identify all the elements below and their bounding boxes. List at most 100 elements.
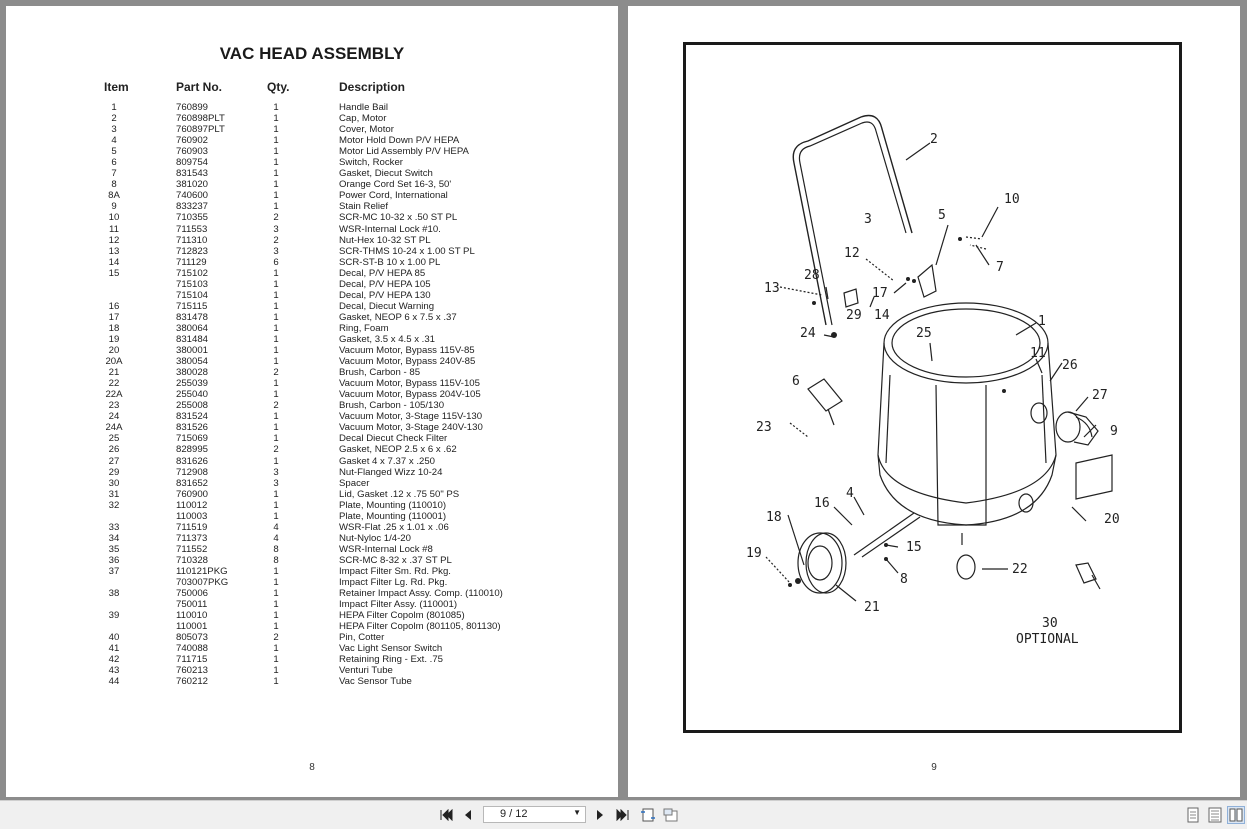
two-page-view-icon[interactable] <box>1206 806 1224 824</box>
row-qty: 1 <box>273 113 279 125</box>
row-part-no: 712823 <box>176 245 209 257</box>
row-qty: 6 <box>273 256 279 268</box>
row-item: 14 <box>108 256 120 268</box>
single-page-view-icon[interactable] <box>1184 806 1202 824</box>
row-qty: 1 <box>273 179 279 191</box>
row-description: SCR-THMS 10-24 x 1.00 ST PL <box>339 245 475 257</box>
callout-14: 14 <box>874 308 890 323</box>
next-page-icon[interactable] <box>591 806 609 824</box>
row-item: 22A <box>105 389 123 401</box>
row-part-no: 711553 <box>176 223 208 235</box>
table-row: 8 381020 1 Orange Cord Set 16-3, 50' <box>6 179 618 190</box>
row-part-no: 760213 <box>176 665 209 677</box>
row-description: Vacuum Motor, Bypass 115V-105 <box>339 378 480 390</box>
row-description: Vacuum Motor, Bypass 240V-85 <box>339 356 476 368</box>
row-part-no: 740600 <box>176 190 209 202</box>
callout-4: 4 <box>846 486 854 501</box>
page-number: 8 <box>309 762 315 773</box>
row-part-no: 760898PLT <box>176 113 225 125</box>
row-qty: 1 <box>273 300 279 312</box>
fit-width-icon[interactable] <box>662 806 680 824</box>
row-description: Plate, Mounting (110010) <box>339 499 447 511</box>
last-page-icon[interactable] <box>614 806 632 824</box>
row-item: 38 <box>108 588 120 600</box>
row-description: Vacuum Motor, Bypass 115V-85 <box>339 345 475 357</box>
row-qty: 1 <box>273 356 279 368</box>
row-item: 2 <box>111 113 117 125</box>
row-item: 42 <box>108 654 120 666</box>
row-description: Nut-Hex 10-32 ST PL <box>339 234 431 246</box>
callout-18: 18 <box>766 510 782 525</box>
callout-20: 20 <box>1104 512 1120 527</box>
row-description: Brush, Carbon - 85 <box>339 367 421 379</box>
row-qty: 1 <box>273 201 279 213</box>
row-description: Gasket, 3.5 x 4.5 x .31 <box>339 333 435 345</box>
book-view-icon[interactable] <box>1227 806 1245 824</box>
row-item: 37 <box>108 565 120 577</box>
row-part-no: 711373 <box>176 532 208 544</box>
row-item: 8 <box>111 179 117 191</box>
row-description: Retainer Impact Assy. Comp. (110010) <box>339 588 503 600</box>
row-qty: 3 <box>273 466 279 478</box>
row-part-no: 710328 <box>176 554 209 566</box>
row-part-no: 760902 <box>176 135 209 147</box>
row-qty: 1 <box>273 322 279 334</box>
fit-page-icon[interactable] <box>639 806 657 824</box>
row-qty: 3 <box>273 245 279 257</box>
callout-28: 28 <box>804 268 820 283</box>
row-qty: 3 <box>273 477 279 489</box>
row-part-no: 760897PLT <box>176 124 225 136</box>
callout-5: 5 <box>938 208 946 223</box>
row-description: Gasket, NEOP 6 x 7.5 x .37 <box>339 311 457 323</box>
row-part-no: 110001 <box>176 621 208 633</box>
page-indicator: 9 / 12 <box>500 808 528 820</box>
chevron-down-icon: ▼ <box>573 808 581 817</box>
row-description: Retaining Ring - Ext. .75 <box>339 654 443 666</box>
row-part-no: 831478 <box>176 311 209 323</box>
row-part-no: 711310 <box>176 234 208 246</box>
row-item: 9 <box>111 201 117 213</box>
row-description: WSR-Flat .25 x 1.01 x .06 <box>339 521 449 533</box>
row-part-no: 833237 <box>176 201 209 213</box>
row-qty: 1 <box>273 676 279 688</box>
first-page-icon[interactable] <box>437 806 455 824</box>
row-item: 5 <box>111 146 117 158</box>
row-item: 39 <box>108 610 120 622</box>
row-qty: 1 <box>273 124 279 136</box>
row-part-no: 381020 <box>176 179 209 191</box>
row-qty: 1 <box>273 422 279 434</box>
row-part-no: 380064 <box>176 322 209 334</box>
page-selector[interactable]: 9 / 12 ▼ <box>483 806 586 823</box>
row-part-no: 110012 <box>176 499 208 511</box>
row-description: Cover, Motor <box>339 124 394 136</box>
row-part-no: 711552 <box>176 543 208 555</box>
row-part-no: 712908 <box>176 466 209 478</box>
row-item: 4 <box>111 135 117 147</box>
row-qty: 1 <box>273 389 279 401</box>
row-description: Orange Cord Set 16-3, 50' <box>339 179 452 191</box>
prev-page-icon[interactable] <box>459 806 477 824</box>
row-item: 29 <box>108 466 120 478</box>
exploded-diagram: 2 3 5 10 7 12 28 13 17 29 14 1 24 25 11 … <box>746 114 1120 647</box>
row-part-no: 831526 <box>176 422 209 434</box>
row-part-no: 255008 <box>176 400 209 412</box>
callout-1: 1 <box>1038 314 1046 329</box>
callout-30: 30 <box>1042 616 1058 631</box>
row-item: 24 <box>108 411 120 423</box>
